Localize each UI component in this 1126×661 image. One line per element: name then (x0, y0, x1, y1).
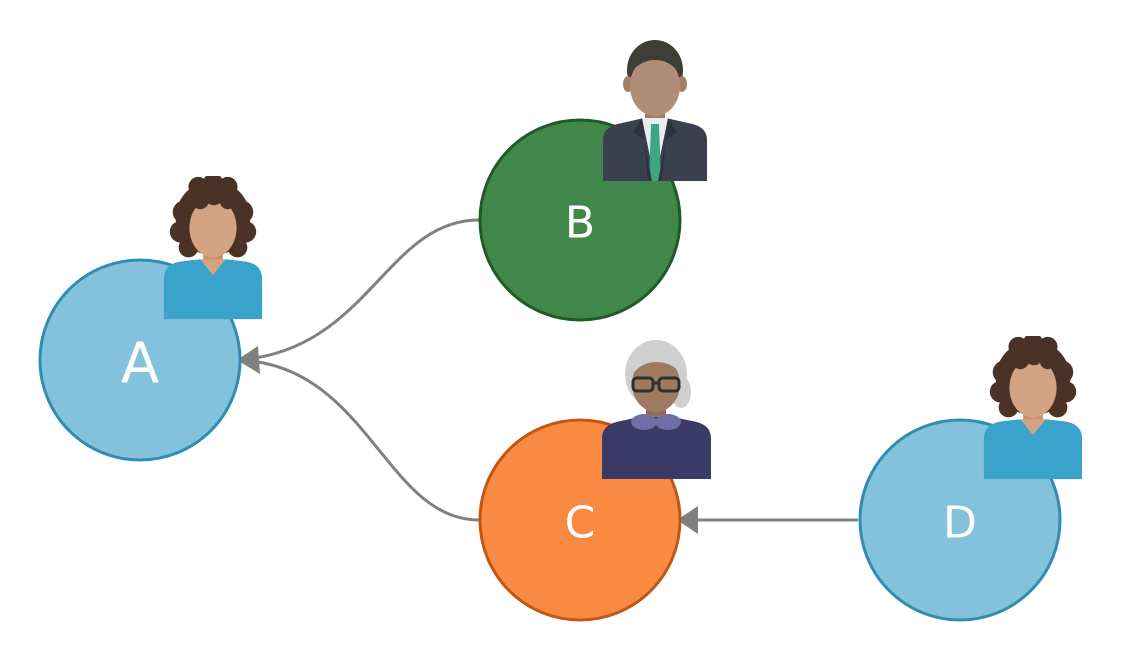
woman-curly-hair-blue-top-icon (163, 176, 263, 320)
node-a[interactable]: A (38, 173, 263, 462)
edge-b-to-a (254, 218, 480, 360)
node-d[interactable]: D (858, 333, 1083, 622)
edge-c-to-a (257, 360, 480, 522)
node-d-label: D (943, 498, 977, 549)
edge-b-to-a-arrowhead (237, 346, 260, 374)
node-c[interactable]: C (478, 338, 713, 622)
edge-d-to-c-arrowhead (677, 506, 698, 534)
woman-curly-hair-blue-top-icon (983, 336, 1083, 480)
man-suit-green-tie-icon (603, 40, 707, 181)
node-c-label: C (565, 498, 596, 549)
node-b[interactable]: B (478, 40, 707, 322)
older-woman-glasses-icon (600, 338, 713, 479)
node-a-label: A (121, 332, 159, 397)
node-b-label: B (565, 198, 595, 249)
